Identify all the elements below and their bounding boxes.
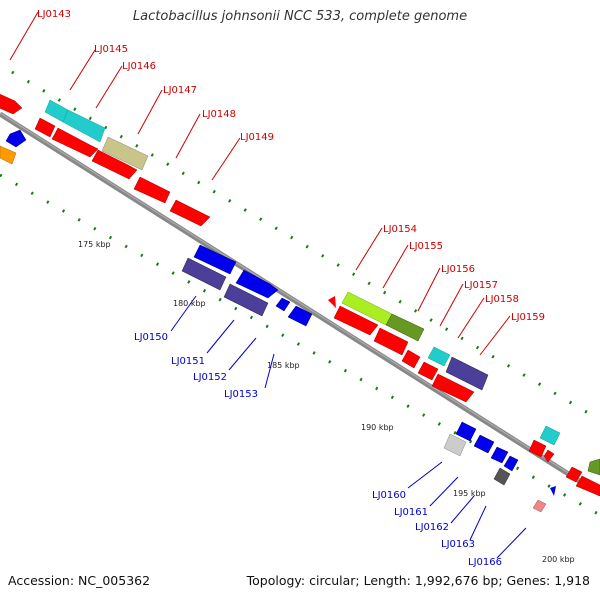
bottom-gene-label[interactable]: LJ0163 (441, 539, 475, 550)
genome-backbone (0, 111, 600, 497)
top-gene-label[interactable]: LJ0143 (37, 9, 71, 20)
gene-feature[interactable] (101, 136, 149, 171)
genome-summary: Topology: circular; Length: 1,992,676 bp… (246, 573, 590, 588)
gene-feature[interactable] (493, 467, 511, 486)
bottom-gene-label[interactable]: LJ0150 (134, 332, 168, 343)
scale-tick-label: 195 kbp (453, 489, 486, 498)
scale-tick-label: 190 kbp (361, 423, 394, 432)
gene-feature[interactable] (455, 421, 519, 472)
forward-strand-genes (0, 92, 600, 497)
top-gene-label[interactable]: LJ0149 (240, 132, 274, 143)
scale-tick-label: 185 kbp (267, 361, 300, 370)
top-leader-lines (9, 11, 511, 356)
gene-feature[interactable] (333, 305, 475, 403)
bottom-leader-lines (170, 295, 527, 559)
gene-feature[interactable] (34, 117, 211, 227)
scale-tick-label: 175 kbp (78, 240, 111, 249)
top-gene-label[interactable]: LJ0156 (441, 264, 475, 275)
top-gene-label[interactable]: LJ0154 (383, 224, 417, 235)
gene-feature[interactable] (328, 296, 336, 308)
gene-feature[interactable] (528, 439, 600, 497)
accession-label: Accession: NC_005362 (8, 573, 151, 588)
gene-feature[interactable] (44, 99, 106, 143)
top-gene-label[interactable]: LJ0146 (122, 61, 156, 72)
gene-feature[interactable] (445, 356, 489, 391)
gene-feature[interactable] (5, 129, 27, 148)
gene-feature[interactable] (587, 458, 600, 476)
gene-feature[interactable] (0, 145, 17, 165)
bottom-gene-label[interactable]: LJ0151 (171, 356, 205, 367)
scale-tick-label: 200 kbp (542, 555, 575, 564)
gene-feature[interactable] (385, 313, 425, 342)
bottom-gene-label[interactable]: LJ0160 (372, 490, 406, 501)
bottom-gene-label[interactable]: LJ0161 (394, 507, 428, 518)
gene-feature[interactable] (443, 433, 467, 457)
gene-feature[interactable] (550, 486, 556, 496)
bottom-gene-label[interactable]: LJ0166 (468, 557, 502, 568)
top-gene-label[interactable]: LJ0159 (511, 312, 545, 323)
map-title: Lactobacillus johnsonii NCC 533, complet… (132, 9, 468, 24)
top-gene-label[interactable]: LJ0157 (464, 280, 498, 291)
top-gene-label[interactable]: LJ0147 (163, 85, 197, 96)
bottom-gene-label[interactable]: LJ0152 (193, 372, 227, 383)
gene-feature[interactable] (181, 257, 269, 317)
gene-feature[interactable] (539, 425, 561, 446)
bottom-gene-label[interactable]: LJ0162 (415, 522, 449, 533)
reverse-strand-genes (181, 244, 556, 513)
scale-tick-label: 180 kbp (173, 299, 206, 308)
top-gene-label[interactable]: LJ0155 (409, 241, 443, 252)
gene-feature[interactable] (193, 244, 313, 327)
top-gene-label[interactable]: LJ0148 (202, 109, 236, 120)
gene-feature[interactable] (427, 346, 451, 367)
top-gene-label[interactable]: LJ0145 (94, 44, 128, 55)
top-gene-label[interactable]: LJ0158 (485, 294, 519, 305)
bottom-gene-label[interactable]: LJ0153 (224, 389, 258, 400)
gene-feature[interactable] (532, 499, 547, 513)
gene-feature[interactable] (0, 92, 23, 115)
